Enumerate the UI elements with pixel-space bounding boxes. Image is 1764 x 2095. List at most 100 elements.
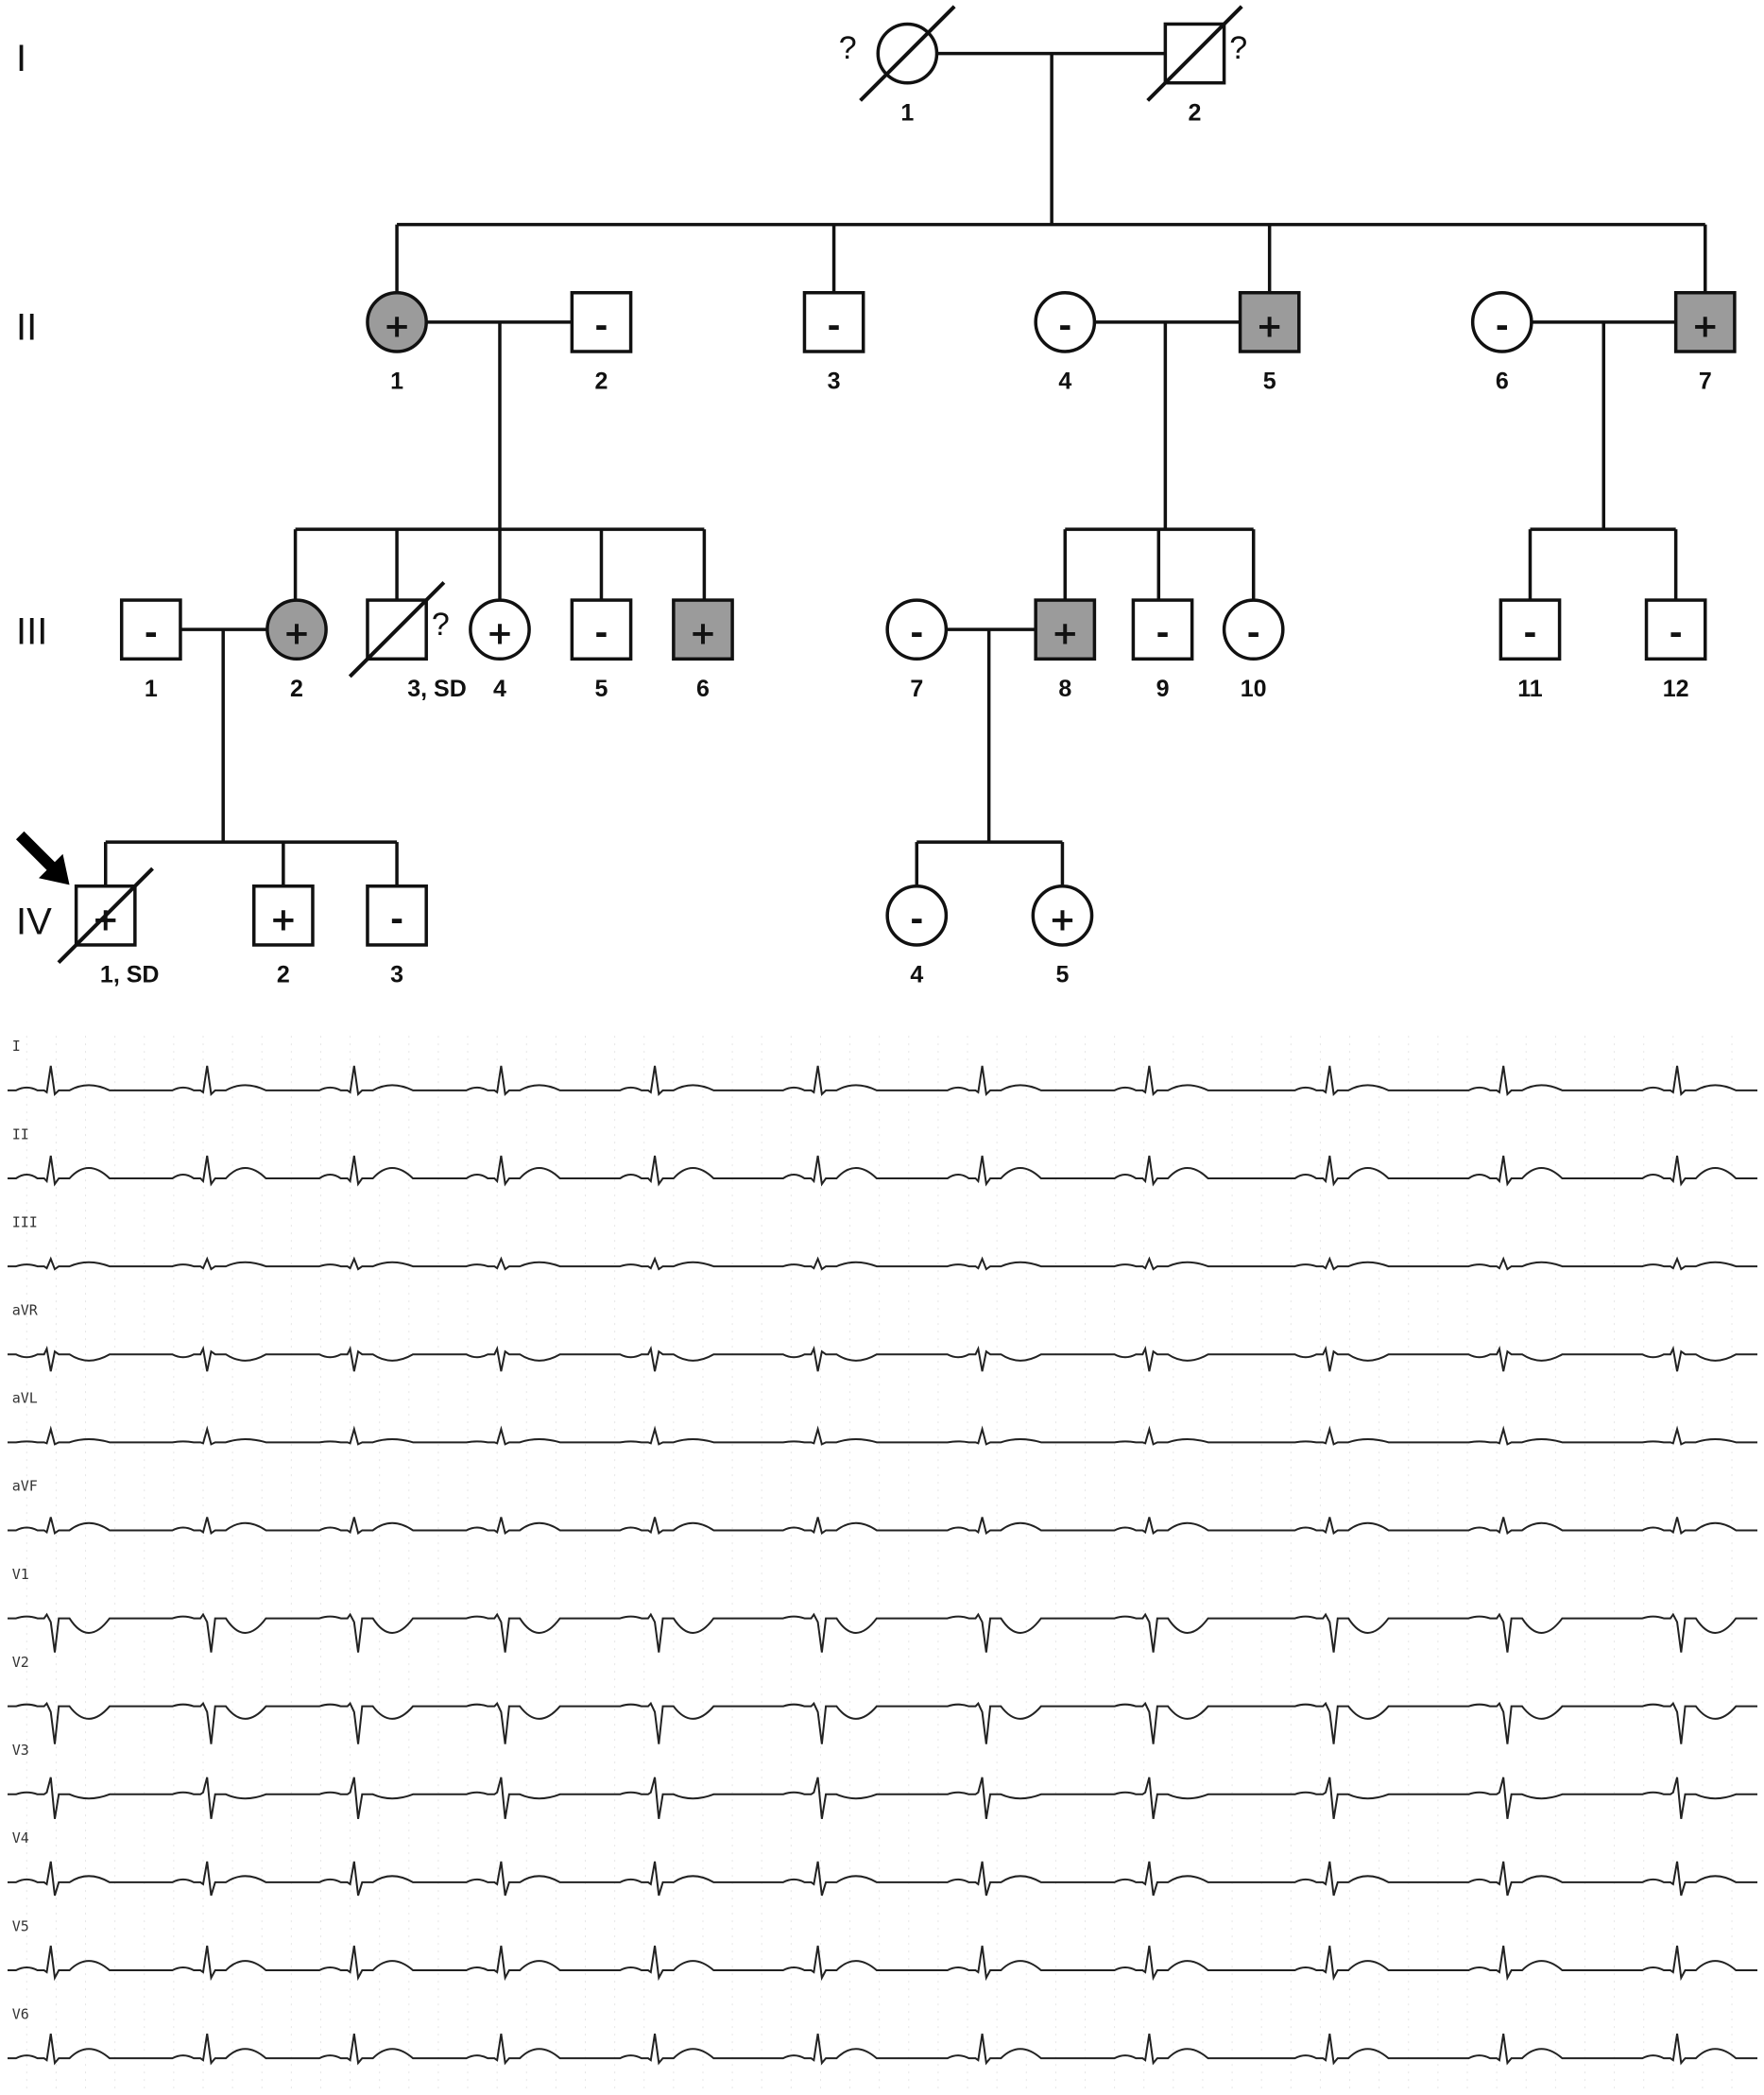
individual-ii-6: -6 bbox=[1470, 291, 1533, 395]
pedigree-individuals: ?1?2+1-2-3-4+5-6+7-1+2?3, SD+4-5+6-7+8-9… bbox=[15, 5, 1737, 988]
individual-number: 7 bbox=[1699, 369, 1712, 395]
genotype-sign: + bbox=[1692, 307, 1720, 345]
genotype-sign: - bbox=[1156, 615, 1169, 653]
individual-number: 5 bbox=[595, 676, 608, 702]
ecg-trace-iii bbox=[8, 1256, 1757, 1271]
individual-iii-9: -9 bbox=[1131, 598, 1194, 702]
deceased-slash bbox=[859, 5, 956, 102]
male-symbol bbox=[570, 291, 633, 353]
ecg-trace-v3 bbox=[8, 1777, 1757, 1819]
female-symbol bbox=[885, 884, 949, 947]
male-symbol bbox=[1499, 598, 1562, 661]
individual-number: 4 bbox=[910, 962, 923, 988]
individual-number: 8 bbox=[1058, 676, 1071, 702]
individual-number: 1, SD bbox=[100, 962, 160, 988]
ecg-lead-label: I bbox=[12, 1038, 21, 1055]
genotype-sign: - bbox=[910, 901, 923, 938]
individual-ii-7: +7 bbox=[1673, 291, 1737, 395]
individual-ii-4: -4 bbox=[1034, 291, 1097, 395]
genotype-sign: + bbox=[1256, 307, 1283, 345]
female-symbol bbox=[366, 291, 428, 353]
genotype-sign: + bbox=[1049, 901, 1076, 938]
individual-number: 1 bbox=[390, 369, 403, 395]
generation-label: I bbox=[16, 38, 26, 79]
genotype-sign: - bbox=[828, 307, 841, 345]
proband-arrow-icon bbox=[15, 831, 70, 885]
generation-label: III bbox=[16, 611, 47, 653]
ecg-lead-label: aVF bbox=[12, 1478, 38, 1495]
ecg-lead-label: V2 bbox=[12, 1654, 29, 1671]
genotype-sign: - bbox=[1058, 307, 1071, 345]
unknown-status-mark: ? bbox=[839, 30, 857, 66]
individual-iii-11: -11 bbox=[1499, 598, 1562, 702]
genotype-sign: + bbox=[384, 307, 411, 345]
male-symbol bbox=[251, 884, 315, 947]
individual-iii-4: +4 bbox=[469, 598, 531, 702]
genotype-sign: - bbox=[1496, 307, 1509, 345]
genotype-sign: - bbox=[145, 615, 158, 653]
individual-iv-4: -4 bbox=[885, 884, 949, 988]
pedigree-lines bbox=[103, 51, 1707, 885]
ecg-trace-avl bbox=[8, 1425, 1757, 1446]
ecg-lead-label: aVR bbox=[12, 1301, 39, 1318]
ecg-lead-label: V4 bbox=[12, 1829, 29, 1846]
individual-i-1: ?1 bbox=[839, 5, 956, 126]
genotype-sign: - bbox=[910, 615, 923, 653]
individual-ii-1: +1 bbox=[366, 291, 428, 395]
individual-iv-3: -3 bbox=[366, 884, 428, 988]
female-symbol bbox=[1031, 884, 1094, 947]
individual-number: 10 bbox=[1241, 676, 1267, 702]
genotype-sign: + bbox=[270, 901, 298, 938]
individual-iii-1: -1 bbox=[119, 598, 182, 702]
female-symbol bbox=[1470, 291, 1533, 353]
male-symbol bbox=[1673, 291, 1737, 353]
ecg-trace-v6 bbox=[8, 2033, 1757, 2066]
genotype-sign: - bbox=[594, 615, 608, 653]
unknown-status-mark: ? bbox=[432, 607, 450, 643]
individual-iv-2: +2 bbox=[251, 884, 315, 988]
individual-ii-3: -3 bbox=[802, 291, 865, 395]
individual-number: 5 bbox=[1055, 962, 1069, 988]
individual-iii-12: -12 bbox=[1644, 598, 1707, 702]
individual-iii-2: +2 bbox=[265, 598, 328, 702]
male-symbol bbox=[1131, 598, 1194, 661]
male-symbol bbox=[1238, 291, 1301, 353]
unknown-status-mark: ? bbox=[1229, 30, 1247, 66]
male-symbol bbox=[1034, 598, 1097, 661]
individual-number: 2 bbox=[1189, 99, 1202, 126]
individual-iii-10: -10 bbox=[1222, 598, 1285, 702]
genotype-sign: - bbox=[1523, 615, 1536, 653]
ecg-lead-label: II bbox=[12, 1125, 29, 1142]
individual-ii-5: +5 bbox=[1238, 291, 1301, 395]
genotype-sign: + bbox=[690, 615, 717, 653]
individual-iv-1: +1, SD bbox=[15, 831, 160, 988]
deceased-slash bbox=[1146, 5, 1243, 102]
genotype-sign: + bbox=[487, 615, 514, 653]
male-symbol bbox=[119, 598, 182, 661]
individual-number: 2 bbox=[290, 676, 303, 702]
ecg-trace-avf bbox=[8, 1517, 1757, 1536]
ecg-lead-label: V5 bbox=[12, 1917, 29, 1934]
female-symbol bbox=[469, 598, 531, 661]
individual-number: 5 bbox=[1263, 369, 1276, 395]
male-symbol bbox=[366, 884, 428, 947]
individual-number: 7 bbox=[910, 676, 923, 702]
ecg-trace-avr bbox=[8, 1345, 1757, 1372]
genotype-sign: - bbox=[390, 901, 403, 938]
genotype-sign: - bbox=[594, 307, 608, 345]
individual-number: 1 bbox=[900, 99, 914, 126]
individual-number: 2 bbox=[595, 369, 608, 395]
female-symbol bbox=[265, 598, 328, 661]
genotype-sign: - bbox=[1670, 615, 1683, 653]
individual-number: 2 bbox=[277, 962, 290, 988]
individual-number: 1 bbox=[145, 676, 158, 702]
deceased-slash bbox=[57, 867, 154, 965]
generation-label: IV bbox=[16, 902, 52, 943]
individual-number: 9 bbox=[1156, 676, 1170, 702]
ecg-trace-ii bbox=[8, 1155, 1757, 1187]
ecg-trace-v1 bbox=[8, 1612, 1757, 1653]
generation-label: II bbox=[16, 306, 37, 348]
individual-iii-6: +6 bbox=[672, 598, 734, 702]
